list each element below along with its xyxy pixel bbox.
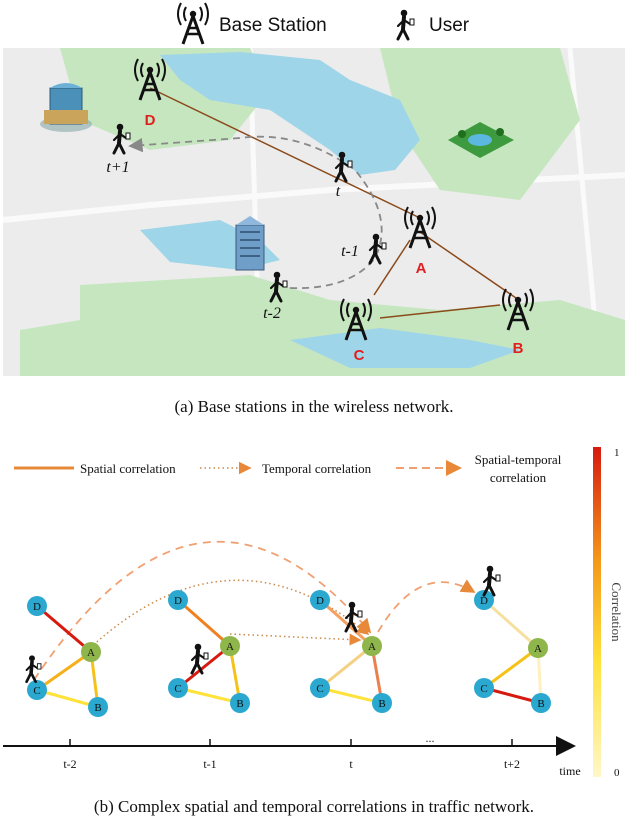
colorbar-max-label: 1 [614, 447, 620, 459]
node-label-d: D [480, 595, 488, 607]
correlation-colorbar: 1 0 Correlation [593, 447, 624, 779]
graph-t-minus-1: D A C B [168, 590, 250, 713]
node-label-c: C [316, 683, 323, 695]
user-trajectory [128, 135, 383, 289]
legend-spatial-temporal-label-1: Spatial-temporal [475, 452, 562, 467]
node-b [372, 693, 392, 713]
node-d [27, 596, 47, 616]
station-label-b: B [513, 340, 524, 357]
link-a-b [419, 231, 517, 299]
graph-t: D A C B [310, 590, 392, 713]
node-label-a: A [87, 647, 95, 659]
correlation-legend: Spatial correlation Temporal correlation… [14, 452, 562, 485]
spatial-temporal-arc-2 [377, 579, 476, 633]
node-label-b: B [94, 702, 101, 714]
node-label-d: D [174, 595, 182, 607]
colorbar-gradient [593, 447, 601, 777]
colorbar-min-label: 0 [614, 767, 620, 779]
tick-t-minus-1: t-1 [203, 757, 216, 771]
top-legend: Base Station User [176, 1, 470, 46]
node-a [81, 642, 101, 662]
map-lake [160, 52, 420, 175]
colorbar-title: Correlation [609, 582, 624, 642]
link-c-a [373, 239, 411, 296]
tick-t-plus-2: t+2 [504, 757, 520, 771]
node-label-a: A [226, 641, 234, 653]
node-c [474, 678, 494, 698]
node-label-d: D [33, 601, 41, 613]
node-label-b: B [236, 698, 243, 710]
node-d [168, 590, 188, 610]
legend-temporal-label: Temporal correlation [262, 461, 372, 476]
legend-user-label: User [429, 15, 470, 36]
node-b [88, 697, 108, 717]
station-label-d: D [145, 112, 156, 129]
antenna-tower-icon [176, 1, 210, 46]
node-label-c: C [33, 685, 40, 697]
spatial-temporal-arc-1 [33, 540, 372, 681]
user-time-t: t [336, 183, 341, 200]
node-d [310, 590, 330, 610]
node-a [362, 636, 382, 656]
walking-user-icon [396, 7, 416, 41]
graph-t-plus-2: D A C B [474, 563, 551, 713]
time-axis-label: time [559, 764, 580, 778]
timeline-ellipsis: ... [426, 731, 435, 745]
apartment-building-icon [235, 216, 265, 271]
node-d [474, 590, 494, 610]
user-time-t-minus-1: t-1 [341, 243, 359, 260]
legend-spatial-label: Spatial correlation [80, 461, 176, 476]
caption-b: (b) Complex spatial and temporal correla… [94, 797, 534, 816]
caption-a: (a) Base stations in the wireless networ… [174, 397, 453, 416]
park-pond-icon [448, 122, 514, 158]
timeline-axis: t-2 t-1 t t+2 ... time [3, 731, 581, 778]
node-label-c: C [174, 683, 181, 695]
temporal-link [229, 633, 362, 646]
link-d-a [149, 87, 421, 219]
map-panel: D A B C t+1 t t-1 t-2 [2, 47, 626, 377]
user-icon [482, 563, 502, 597]
user-time-t-minus-2: t-2 [263, 305, 281, 322]
graph-t-minus-2: D A C B [24, 596, 108, 717]
node-c [310, 678, 330, 698]
node-label-a: A [534, 643, 542, 655]
legend-spatial-temporal-label-2: correlation [490, 470, 547, 485]
node-b [230, 693, 250, 713]
legend-base-station-label: Base Station [219, 15, 327, 36]
node-a [220, 636, 240, 656]
node-label-d: D [316, 595, 324, 607]
station-label-a: A [416, 260, 427, 277]
node-label-b: B [378, 698, 385, 710]
map-park [20, 320, 90, 376]
user-icon [24, 653, 43, 684]
node-label-b: B [537, 698, 544, 710]
node-c [168, 678, 188, 698]
node-label-c: C [480, 683, 487, 695]
node-label-a: A [368, 641, 376, 653]
user-icon [344, 599, 364, 633]
node-b [531, 693, 551, 713]
station-label-c: C [354, 347, 365, 364]
user-icon [190, 641, 210, 675]
node-a [528, 638, 548, 658]
link-c-b [379, 304, 501, 319]
office-building-icon [40, 83, 92, 132]
user-time-t-plus-1: t+1 [106, 159, 129, 176]
node-c [27, 680, 47, 700]
tick-t: t [349, 757, 353, 771]
tick-t-minus-2: t-2 [63, 757, 76, 771]
